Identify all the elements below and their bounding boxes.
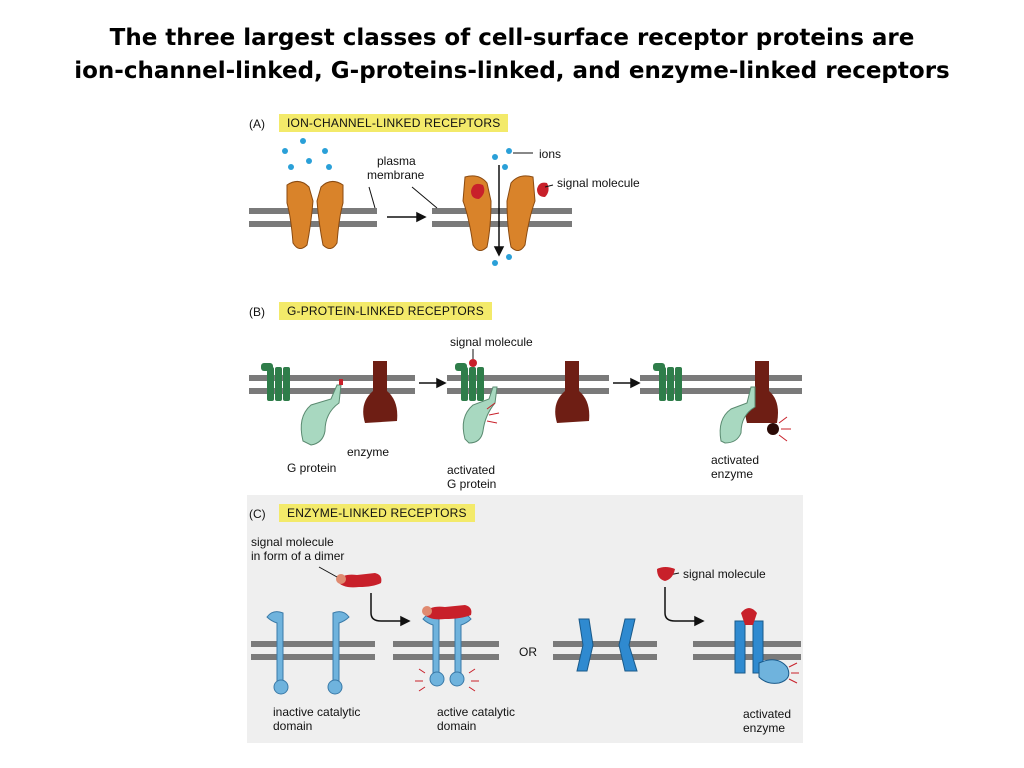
active-domain-label-2: domain [437, 719, 477, 733]
signal-dimer [336, 573, 382, 588]
signal-molecule-label-b: signal molecule [450, 335, 533, 349]
slide-title: The three largest classes of cell-surfac… [0, 22, 1024, 88]
active-domain-burst [415, 668, 479, 692]
signal-dimer-label-1: signal molecule [251, 535, 334, 549]
inactive-receptor-left [266, 611, 289, 695]
leader-lines-a [368, 152, 554, 209]
ion-flow-arrow [493, 165, 505, 257]
transition-arrows-b [419, 377, 641, 389]
panel-c-letter: (C) [249, 507, 266, 521]
signal-dimer-label-2: in form of a dimer [251, 549, 345, 563]
g-protein-receptor-3 [653, 363, 682, 401]
title-line-1: The three largest classes of cell-surfac… [109, 25, 915, 51]
binding-arrow-1 [370, 593, 411, 627]
active-domain-label-1: active catalytic [437, 705, 516, 719]
open-ion-channel [462, 175, 536, 251]
inactive-receptor-right [327, 611, 350, 695]
ions-label: ions [539, 147, 562, 161]
closed-ion-channel [286, 181, 344, 249]
activated-enzyme-label-2: enzyme [711, 467, 754, 481]
g-protein-label: G protein [287, 461, 337, 475]
binding-arrow-2 [664, 587, 705, 627]
activation-burst-g [486, 402, 500, 424]
receptor-figure: (A) ION-CHANNEL-LINKED RECEPTORS plasma … [247, 105, 803, 743]
active-receptor-pair [422, 613, 472, 687]
g-protein-receptor-1 [261, 363, 290, 401]
panel-a-letter: (A) [249, 117, 265, 131]
activated-g-protein [462, 386, 498, 444]
bound-signal-molecule-c [741, 608, 757, 625]
signal-molecule-b [469, 359, 477, 367]
enzyme-2 [555, 361, 590, 423]
activation-burst-enzyme [778, 416, 791, 442]
enzyme-linked-illustration [251, 566, 801, 695]
title-line-2: ion-channel-linked, G-proteins-linked, a… [74, 58, 950, 84]
panel-ion-channel: (A) ION-CHANNEL-LINKED RECEPTORS plasma … [247, 105, 803, 289]
panel-g-protein: (B) G-PROTEIN-LINKED RECEPTORS signal mo… [247, 291, 803, 491]
g-protein-illustration [249, 349, 802, 446]
g-protein-1 [300, 384, 342, 446]
panel-a-heading: ION-CHANNEL-LINKED RECEPTORS [279, 114, 509, 132]
inactive-enzyme-receptor [576, 618, 638, 672]
transition-arrow-a [387, 211, 427, 223]
activated-enzyme-complex [719, 361, 779, 444]
panel-b-letter: (B) [249, 305, 265, 319]
activated-enzyme-label-1: activated [711, 453, 760, 467]
activated-g-protein-label-2: G protein [447, 477, 497, 491]
g-protein-anchor-1 [339, 379, 343, 385]
ions-flowing [492, 148, 512, 266]
panel-b-heading: G-PROTEIN-LINKED RECEPTORS [279, 302, 493, 320]
signal-molecule-c [657, 567, 675, 581]
ions-outside [282, 138, 332, 170]
enzyme-1 [363, 361, 398, 423]
plasma-membrane-b [249, 375, 802, 394]
ion-channel-illustration [249, 138, 572, 266]
panel-c-heading: ENZYME-LINKED RECEPTORS [279, 504, 475, 522]
activated-enzyme-label-c-2: enzyme [743, 721, 786, 735]
enzyme-label: enzyme [347, 445, 390, 459]
inactive-domain-label-1: inactive catalytic [273, 705, 361, 719]
bound-dimer [422, 605, 472, 620]
activated-enzyme-label-c-1: activated [743, 707, 792, 721]
panel-enzyme-linked: (C) ENZYME-LINKED RECEPTORS signal molec… [247, 495, 803, 743]
g-protein-receptor-2 [455, 363, 484, 401]
signal-molecule-label-a: signal molecule [557, 176, 640, 190]
signal-molecule-label-c: signal molecule [683, 567, 766, 581]
plasma-membrane-label-2: membrane [367, 168, 425, 182]
plasma-membrane-left [249, 208, 377, 227]
activated-g-protein-label-1: activated [447, 463, 496, 477]
active-enzyme-receptor [734, 620, 790, 684]
plasma-membrane-right [432, 208, 572, 227]
inactive-domain-label-2: domain [273, 719, 313, 733]
signal-molecule-bound [471, 182, 549, 199]
activated-enzyme-burst [788, 662, 799, 684]
plasma-membrane-label-1: plasma [377, 154, 416, 168]
plasma-membrane-c [251, 641, 801, 660]
or-label: OR [519, 645, 537, 659]
